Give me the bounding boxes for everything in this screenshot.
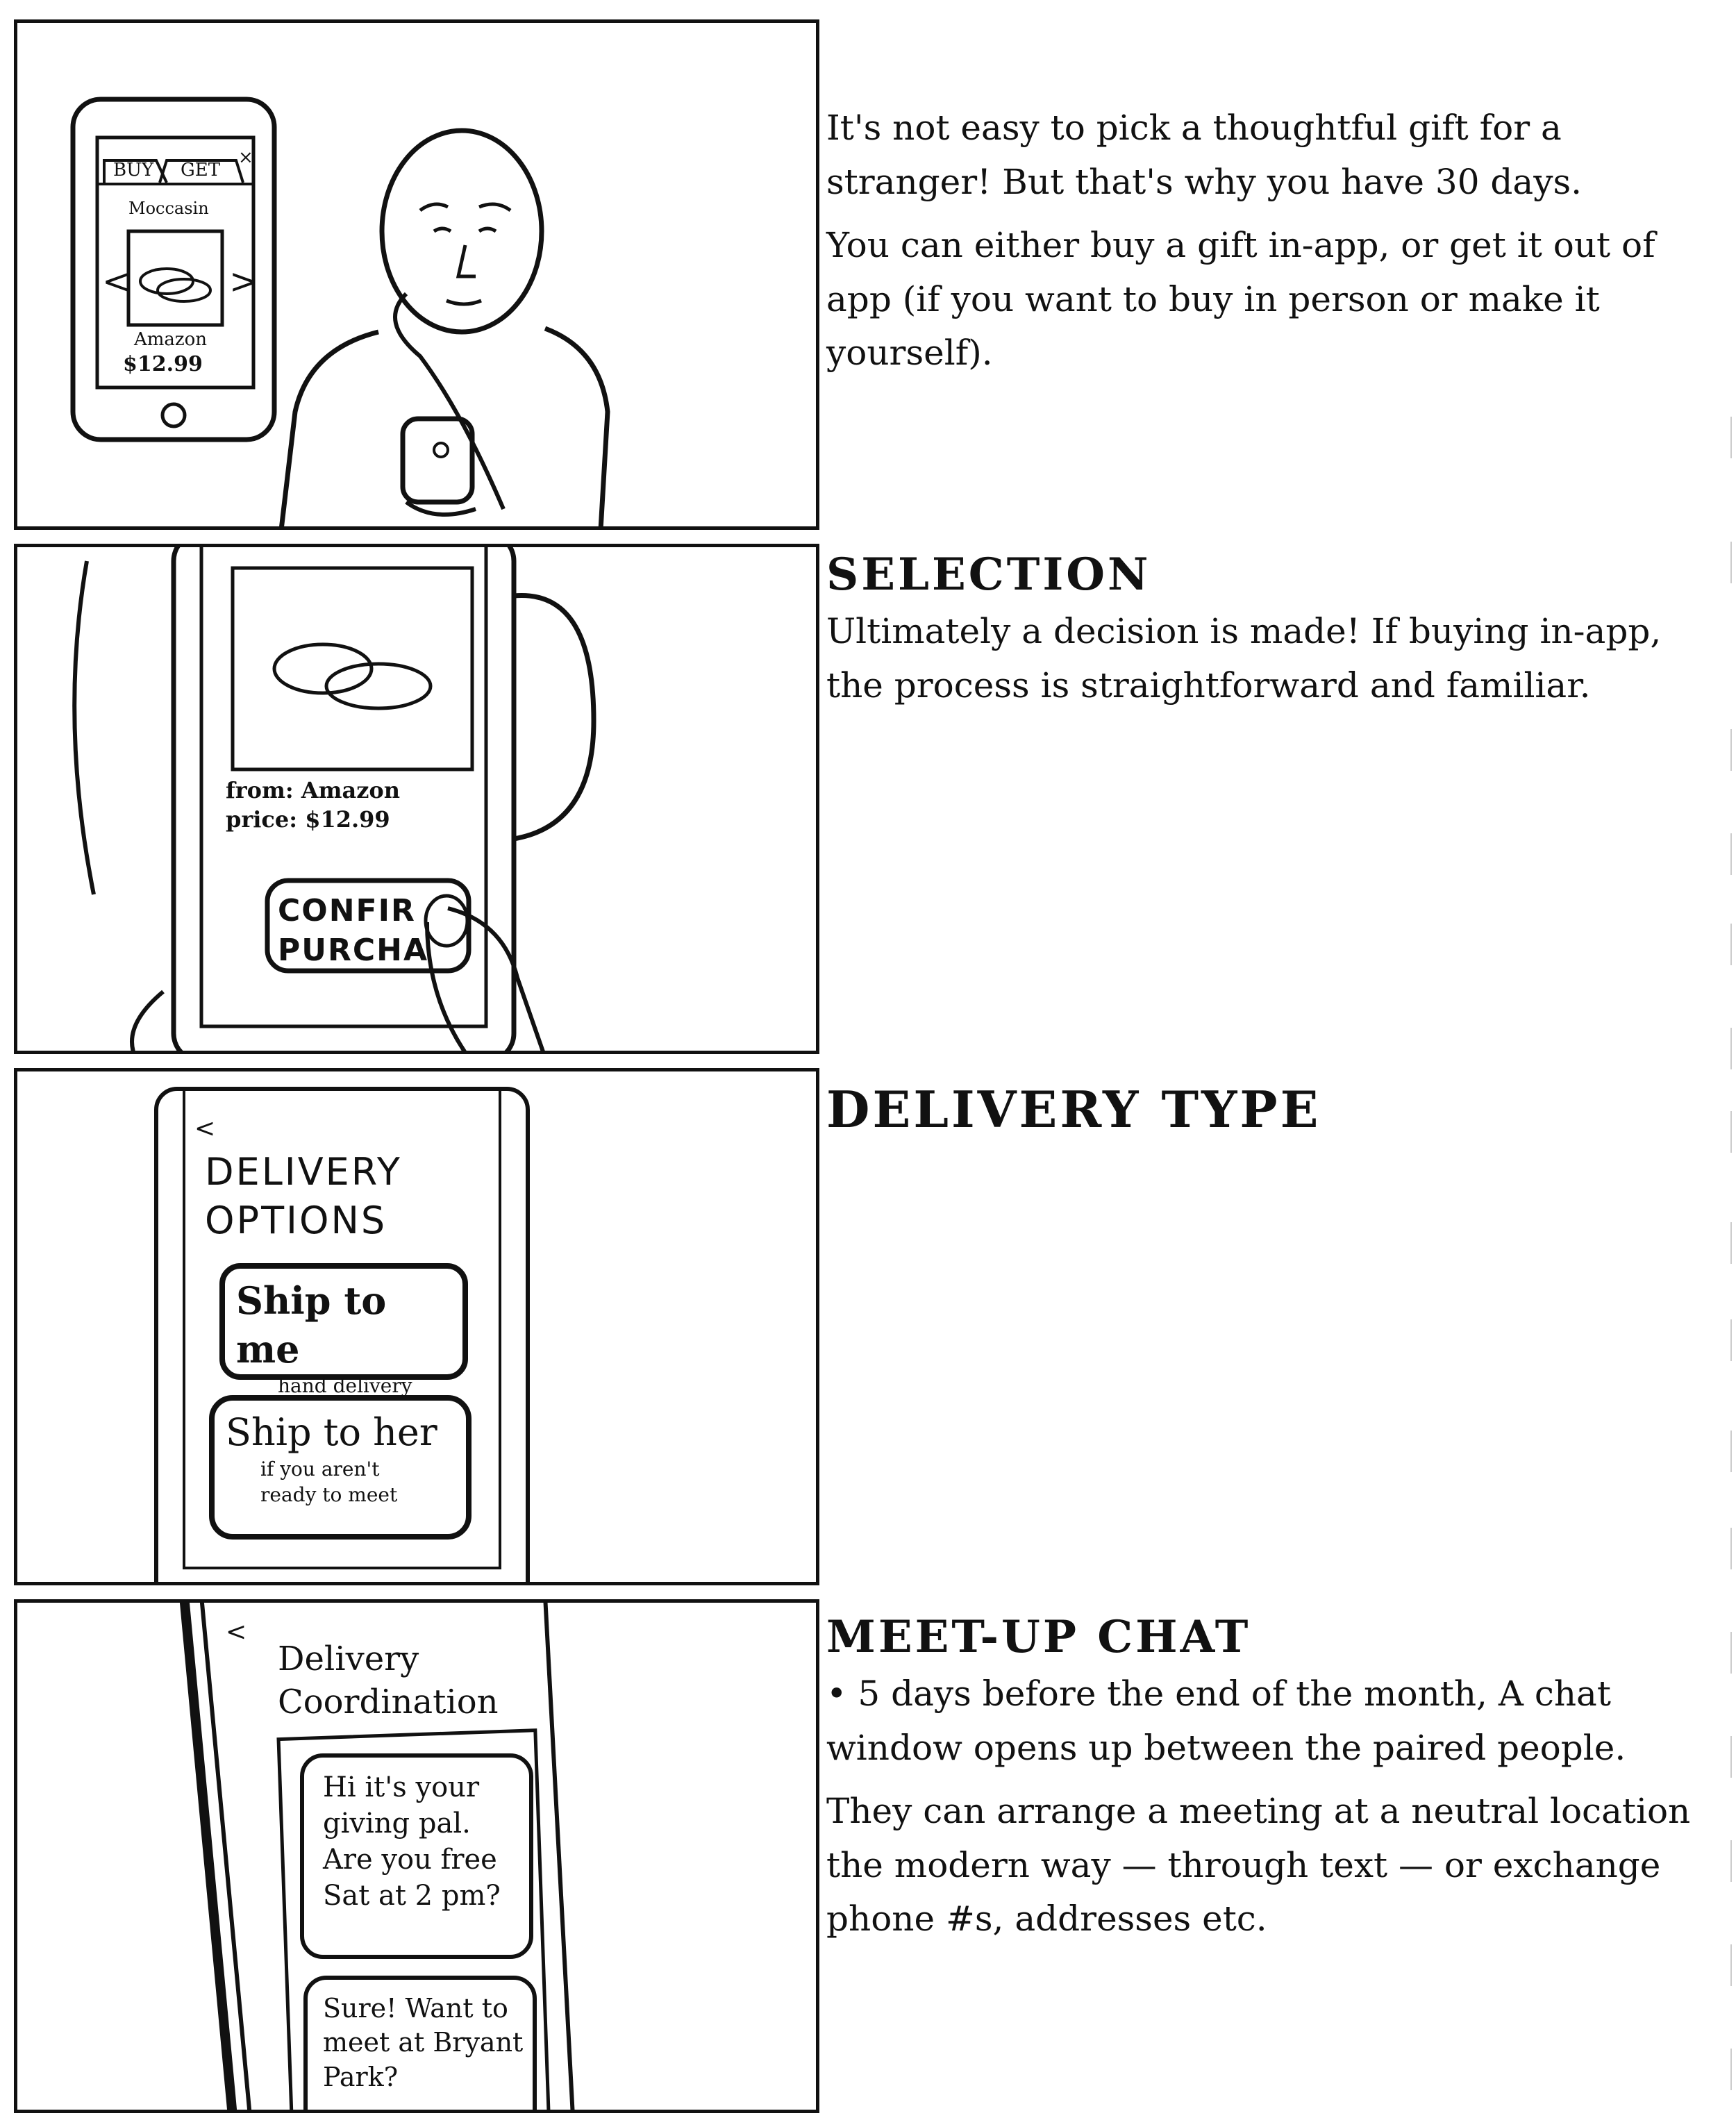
person-arm <box>393 292 506 510</box>
caption-line: • 5 days before the end of the month, A … <box>826 1674 1626 1768</box>
panel-title: MEET-UP CHAT <box>826 1611 1251 1663</box>
storyboard-panel-4: < Delivery Coordination Hi it's your giv… <box>14 1599 819 2113</box>
panel-2-sketch <box>72 547 596 1051</box>
heading-line-1: DELIVERY <box>205 1150 402 1194</box>
finger <box>447 906 545 1051</box>
item-price: price: $12.99 <box>226 806 390 833</box>
tab-buy: BUY <box>113 160 154 181</box>
person-shoulder-right <box>544 326 610 526</box>
tab-get: GET <box>181 160 221 181</box>
phone-edge <box>179 1603 237 2110</box>
confirm-purchase-button[interactable]: CONFIR PURCHA <box>278 891 465 970</box>
panel-title: DELIVERY TYPE <box>826 1080 1321 1139</box>
chat-message-2: Sure! Want to meet at Bryant Park? <box>323 1993 524 2092</box>
chat-message-1: Hi it's your giving pal. Are you free Sa… <box>323 1771 501 1912</box>
option-ship-to-me[interactable]: Ship to me hand delivery <box>236 1276 458 1399</box>
item-name: Moccasin <box>128 199 209 218</box>
button-label-line-2: PURCHA <box>278 933 429 969</box>
item-store: Amazon <box>134 329 208 350</box>
delivery-options-heading: DELIVERY OPTIONS <box>205 1148 402 1245</box>
heading-line-2: OPTIONS <box>205 1199 387 1243</box>
panel-4-sketch <box>179 1603 575 2110</box>
phone-screen <box>183 1087 501 1569</box>
option-ship-to-her-outline <box>209 1395 471 1540</box>
home-button <box>160 402 187 428</box>
message-bubble-2-outline <box>303 1976 537 2110</box>
caption-line: Ultimately a decision is made! If buying… <box>826 611 1662 706</box>
option-subtitle: hand delivery <box>278 1374 412 1398</box>
caption-line: You can either buy a gift in-app, or get… <box>826 225 1655 373</box>
item-price: $12.99 <box>123 352 203 376</box>
storyboard-panel-2: from: Amazon price: $12.99 CONFIR PURCHA <box>14 544 819 1054</box>
panel-title: SELECTION <box>826 549 1151 601</box>
message-bubble-1-outline <box>300 1753 533 1959</box>
margin-marks <box>1729 0 1736 2127</box>
option-ship-to-her[interactable]: Ship to her if you aren't ready to meet <box>226 1408 462 1508</box>
back-icon[interactable]: < <box>226 1618 247 1646</box>
button-label-line-1: CONFIR <box>278 893 416 928</box>
from-store: from: Amazon <box>226 777 400 803</box>
delivery-coordination-heading: Delivery Coordination <box>278 1637 499 1724</box>
shoe-icon <box>139 267 194 295</box>
hand-edge <box>72 560 96 895</box>
caption-line: They can arrange a meeting at a neutral … <box>826 1791 1691 1939</box>
person-head <box>379 128 544 335</box>
panel-1-caption: It's not easy to pick a thoughtful gift … <box>826 97 1701 390</box>
storyboard-panel-1: BUY GET × Moccasin < > Amazon $12.99 <box>14 19 819 530</box>
handheld-phone <box>400 416 475 505</box>
arrow-right-icon: > <box>229 261 258 301</box>
panel-2-caption: SELECTION Ultimately a decision is made!… <box>826 549 1701 722</box>
option-title: Ship to her <box>226 1410 437 1454</box>
item-image-frame <box>231 566 474 771</box>
back-icon[interactable]: < <box>194 1115 216 1143</box>
panel-4-caption: MEET-UP CHAT • 5 days before the end of … <box>826 1611 1701 1956</box>
close-icon: × <box>238 147 253 168</box>
phone-outline <box>171 547 517 1051</box>
heading-line-2: Coordination <box>278 1683 499 1722</box>
panel-1-sketch <box>70 97 610 526</box>
option-subtitle: if you aren't <box>260 1458 380 1481</box>
person-shoulder-left <box>279 329 379 526</box>
panel-3-caption: DELIVERY TYPE <box>826 1080 1701 1139</box>
phone-outline <box>70 97 277 442</box>
option-ship-to-me-outline <box>219 1263 468 1380</box>
caption-line: It's not easy to pick a thoughtful gift … <box>826 108 1583 202</box>
panel-3-sketch <box>154 1087 530 1582</box>
phone-screen <box>199 547 488 1028</box>
shoe-icon <box>272 642 374 695</box>
option-title: Ship to me <box>236 1278 387 1372</box>
chat-window <box>276 1728 551 2110</box>
option-subtitle: ready to meet <box>260 1483 398 1506</box>
phone-screen <box>95 135 256 390</box>
heading-line-1: Delivery <box>278 1640 419 1678</box>
item-image-frame <box>126 229 224 327</box>
storyboard-panel-3: < DELIVERY OPTIONS Ship to me hand deliv… <box>14 1068 819 1585</box>
arrow-left-icon: < <box>102 261 131 301</box>
